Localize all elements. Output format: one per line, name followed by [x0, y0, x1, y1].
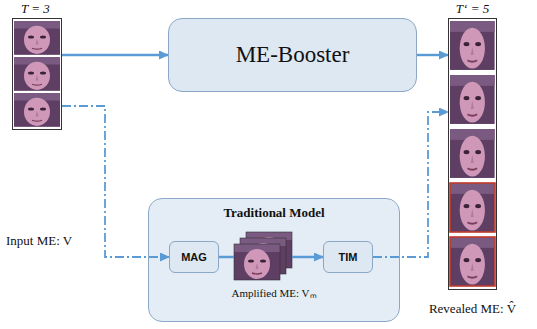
image-label: Amplified ME: Vₘ — [231, 285, 316, 300]
output-label: Revealed ME: V̂ — [429, 301, 516, 317]
input-frames — [14, 21, 60, 127]
module-box: TIM — [323, 241, 373, 273]
frame-count: T = 3 — [21, 1, 50, 17]
output-frames — [450, 21, 495, 286]
dashdot-arrow — [62, 106, 169, 257]
dashdot-arrow — [373, 112, 448, 257]
process-box: ME-Booster — [168, 18, 417, 92]
panel-fill — [149, 199, 400, 322]
input-label: Input ME: V — [6, 233, 72, 249]
module-label: TIM — [339, 251, 358, 263]
flow-arrow — [417, 54, 448, 56]
flow-arrow — [62, 54, 168, 56]
amplified-frames — [234, 232, 292, 280]
panel-title: Traditional Model — [223, 205, 324, 221]
frame-count: T‘ = 5 — [456, 1, 489, 17]
box-label: ME-Booster — [236, 42, 350, 68]
model-panel: Traditional ModelAmplified ME: Vₘ MAG TIM — [148, 198, 400, 322]
module-box: MAG — [169, 241, 219, 273]
flow-arrow — [219, 256, 323, 258]
output-stack: T‘ = 5Revealed ME: V̂ — [448, 18, 497, 290]
module-label: MAG — [181, 251, 207, 263]
input-stack: T = 3Input ME: V — [12, 18, 62, 130]
